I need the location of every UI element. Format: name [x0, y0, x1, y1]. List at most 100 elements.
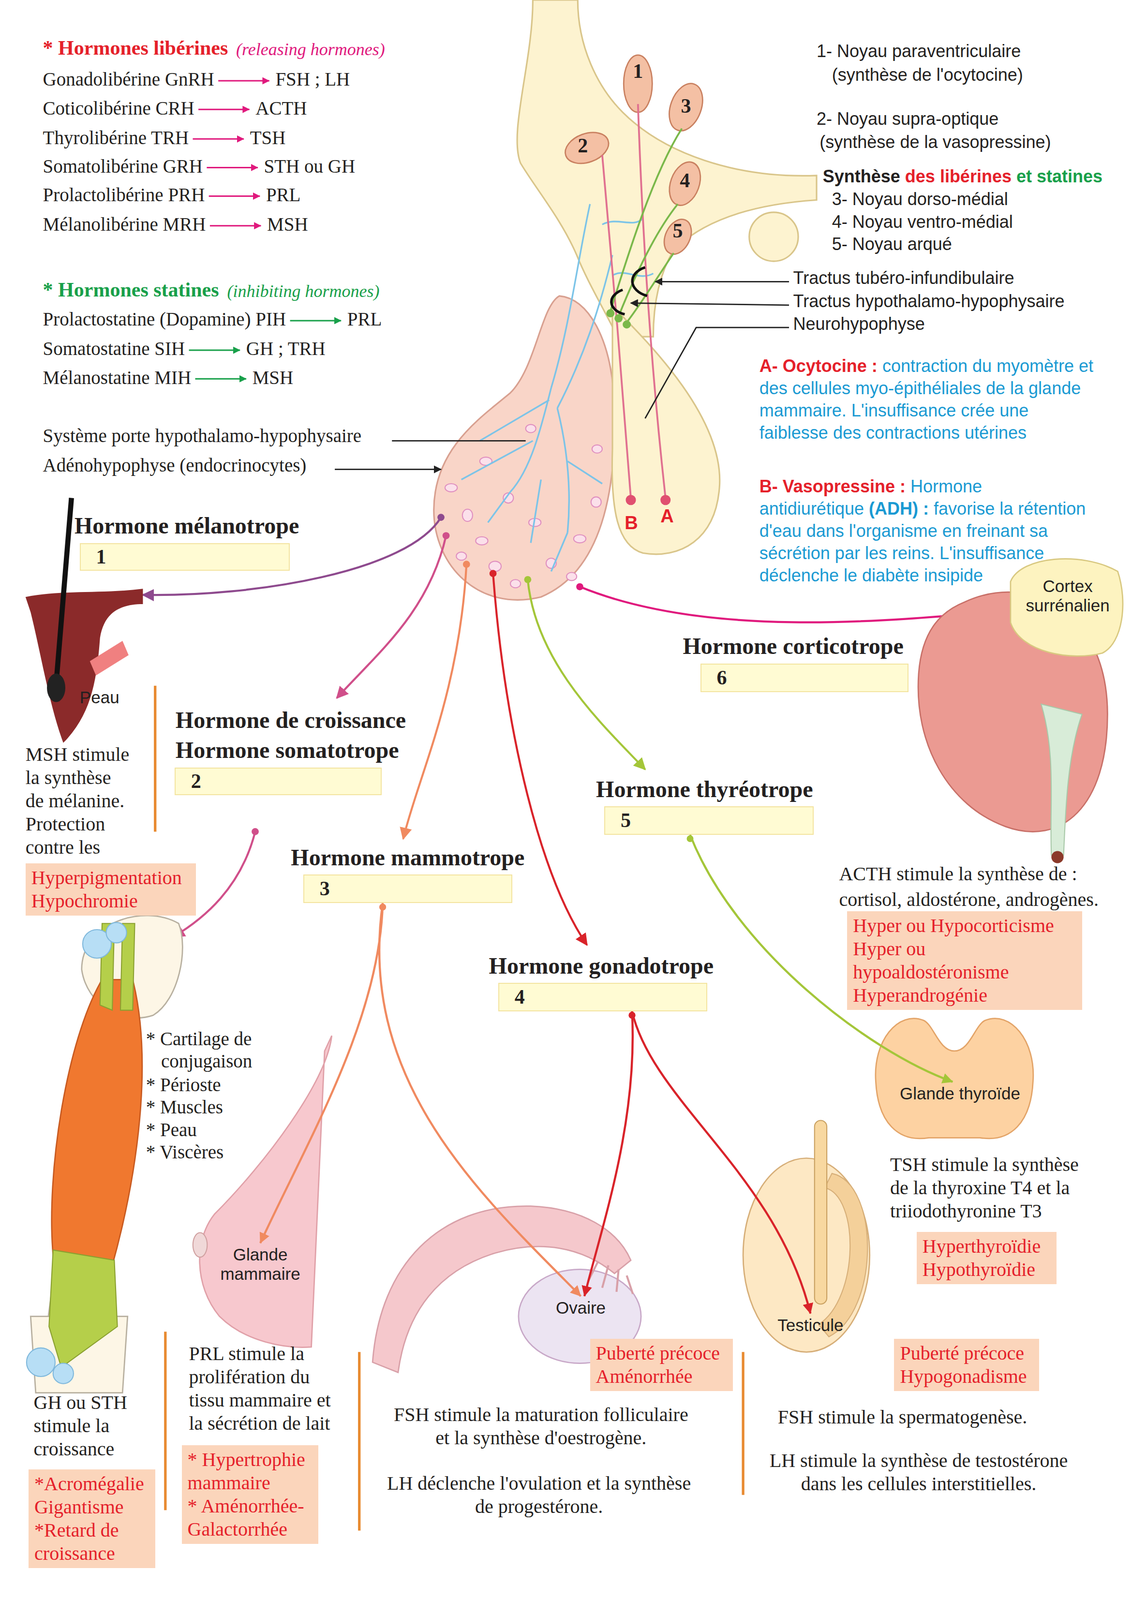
capillary — [557, 254, 613, 408]
hormone-arrow — [402, 564, 467, 840]
endocrinocytes — [445, 424, 603, 589]
joint — [53, 1363, 74, 1385]
nuclei — [561, 55, 709, 259]
cell — [510, 579, 521, 588]
text-label: Tractus tubéro-infundibulaire — [793, 267, 1015, 289]
pathology-text: Hypochromie — [31, 889, 191, 913]
organ-name: Glande mammaire — [212, 1245, 309, 1285]
cell — [566, 572, 577, 581]
text-label: et statines — [1016, 166, 1103, 187]
pathology-text: Hyperthyroïdie — [922, 1235, 1051, 1259]
organ-name: Peau — [74, 687, 125, 708]
text-label: Mélanostatine MIH — [43, 366, 192, 390]
fiber-end — [660, 494, 671, 506]
text-label: Mélanolibérine MRH — [43, 213, 207, 237]
pathology-text: Puberté précoce — [595, 1341, 728, 1366]
joint — [105, 922, 127, 943]
hair — [56, 498, 72, 685]
connector — [628, 1011, 811, 1314]
hormone-box: Hormone mammotrope3 — [303, 874, 513, 904]
pathology-box: HyperthyroïdieHypothyroïdie — [916, 1232, 1057, 1285]
cell — [489, 561, 502, 572]
text-label: TSH stimule la synthèse de la thyroxine … — [890, 1153, 1100, 1223]
organ-label: Cortex surrénalien — [1015, 574, 1120, 618]
pathology-box: *Acromégalie Gigantisme*Retard de croiss… — [28, 1469, 156, 1569]
cell — [445, 483, 458, 492]
row-arrow — [189, 349, 241, 352]
thyroid — [875, 1018, 1034, 1139]
box-heading: Hormone corticotrope — [683, 631, 904, 662]
text-label: FSH ; LH — [275, 68, 350, 91]
hormone-box: Hormone de croissance Hormone somatotrop… — [174, 767, 382, 796]
text-label: * Hormones statines — [43, 277, 220, 302]
connector-dot — [379, 903, 387, 911]
text-label: FSH stimule la maturation folliculaire e… — [387, 1403, 695, 1450]
nerve-fibers — [602, 104, 683, 498]
leader-line — [391, 440, 526, 442]
capillary — [510, 387, 552, 492]
text-label: (inhibiting hormones) — [227, 281, 380, 302]
text-label: 4- Noyau ventro-médial — [832, 211, 1013, 233]
hormone-box: Hormone gonadotrope4 — [498, 983, 708, 1012]
pathology-text: Hyperpigmentation — [31, 866, 191, 890]
capillary — [461, 440, 534, 480]
box-heading: Hormone thyréotrope — [595, 774, 813, 805]
text-label: Prolactolibérine PRH — [43, 183, 206, 207]
row-arrow — [218, 80, 270, 82]
organ-label: Glande mammaire — [209, 1243, 312, 1287]
text-label: Somatolibérine GRH — [43, 155, 203, 179]
text-label: Adénohypophyse (endocrinocytes) — [43, 454, 307, 477]
pathology-text: *Acromégalie Gigantisme — [34, 1472, 150, 1520]
paragraph: A- Ocytocine :contraction du myomètre et… — [759, 355, 1102, 445]
fiber — [602, 155, 631, 499]
text-label: (synthèse de l'ocytocine) — [832, 64, 1024, 86]
row-arrow — [198, 108, 250, 111]
pathology-box: HyperpigmentationHypochromie — [25, 863, 196, 916]
row-arrow — [208, 195, 261, 197]
capillary — [530, 479, 541, 544]
text-label: Somatostatine SIH — [43, 337, 186, 361]
fiber-end — [606, 309, 615, 318]
dot — [576, 583, 584, 591]
dot — [442, 532, 450, 540]
optic-chiasm — [749, 212, 799, 262]
bar — [357, 1352, 361, 1531]
skin — [25, 588, 144, 744]
text-label: FSH stimule la spermatogenèse. — [777, 1405, 1028, 1430]
capillary — [488, 491, 511, 523]
nucleus — [663, 157, 706, 210]
text-label: Neurohypophyse — [793, 313, 925, 335]
muscle — [51, 979, 143, 1266]
cell — [475, 536, 488, 546]
hormone-box: Hormone mélanotrope1 — [79, 543, 291, 571]
fiber-end — [622, 320, 631, 329]
fiber-end — [625, 494, 636, 506]
cell — [456, 551, 467, 561]
text-label: B — [624, 512, 638, 535]
dot — [462, 560, 471, 568]
organ-label: Glande thyroïde — [886, 1082, 1035, 1106]
text-label: ACTH — [255, 97, 307, 120]
text-label: * Muscles — [146, 1096, 274, 1119]
nucleus — [623, 55, 653, 113]
fimbriae — [587, 1261, 633, 1295]
text-label: (ADH) : — [868, 498, 929, 519]
cell — [592, 445, 603, 454]
cell — [525, 424, 537, 433]
box-number: 5 — [605, 807, 813, 835]
vas-deferens — [814, 1120, 827, 1305]
text-label: STH ou GH — [264, 155, 356, 179]
text-label: * Hormones libérines — [43, 35, 229, 60]
cell — [573, 534, 586, 543]
hypothalamus — [517, 0, 817, 337]
capillary — [551, 532, 568, 572]
text-label: Système porte hypothalamo-hypophysaire — [43, 424, 362, 448]
text-label: 3 — [680, 93, 691, 119]
organ-label: Peau — [71, 685, 128, 710]
leader-line — [655, 281, 790, 283]
connector — [260, 903, 387, 1244]
box-number: 6 — [701, 664, 908, 692]
text-label: cortisol, aldostérone, androgènes. — [838, 888, 1099, 912]
text-label: LH stimule la synthèse de testostérone d… — [765, 1449, 1073, 1496]
row-arrow — [195, 378, 247, 380]
